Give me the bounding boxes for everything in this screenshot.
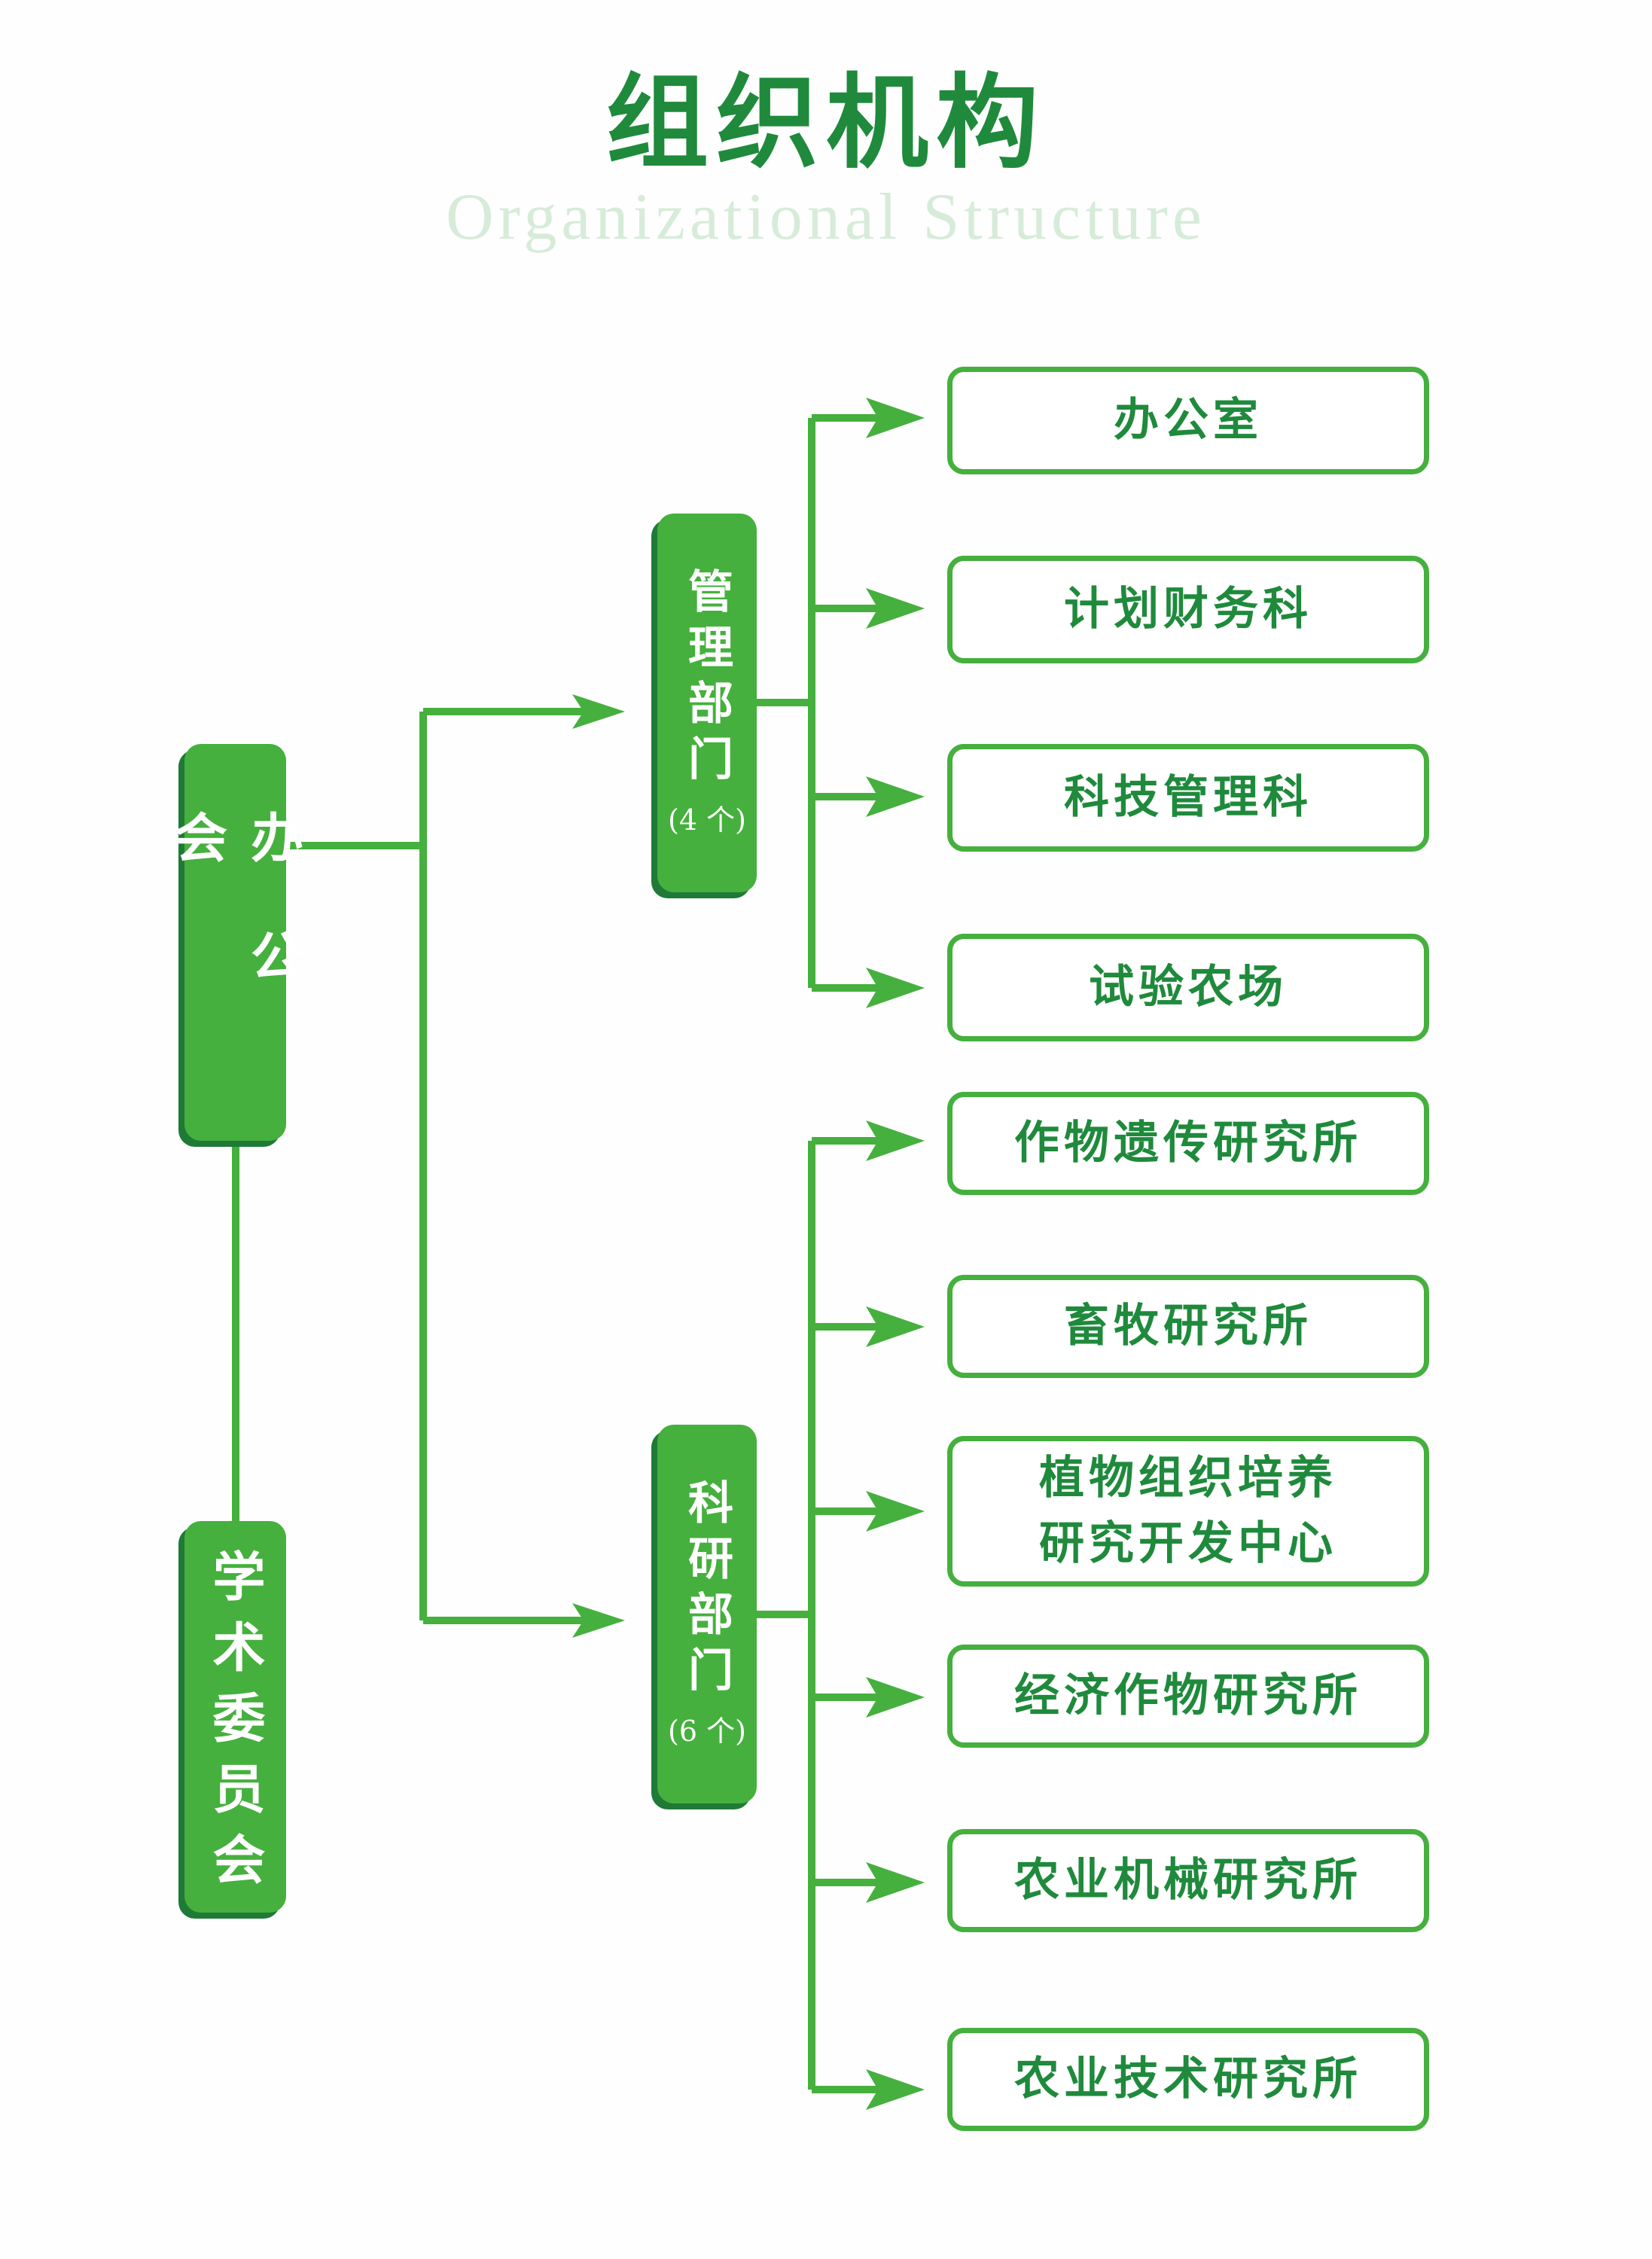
unit-plant-tissue-culture: 植物组织培养 研究开发中心 [947, 1436, 1429, 1587]
arrow-to-management [572, 694, 625, 729]
unit-label: 计划财务科 [1064, 583, 1312, 636]
unit-label-line-1: 植物组织培养 [1039, 1452, 1337, 1504]
arrow-mgmt-1 [866, 398, 925, 438]
node-academic-committee: 学术委员会 [178, 1521, 286, 1919]
node-face: 学术委员会 [184, 1521, 286, 1913]
unit-planning-finance: 计划财务科 [947, 556, 1429, 663]
unit-office: 办公室 [947, 367, 1429, 474]
arrow-mgmt-2 [866, 588, 925, 629]
unit-label: 农业技术研究所 [1014, 2053, 1362, 2105]
academic-committee-label: 学术委员会 [204, 1549, 267, 1903]
unit-agricultural-machinery: 农业机械研究所 [947, 1829, 1429, 1932]
unit-sci-tech-management: 科技管理科 [947, 744, 1429, 852]
arrow-res-4 [866, 1677, 925, 1718]
unit-label: 办公室 [1114, 394, 1263, 447]
unit-crop-genetics: 作物遗传研究所 [947, 1092, 1429, 1195]
node-research-dept: 科研部门 (6 个) [651, 1425, 757, 1809]
node-face: 管理部门 (4 个) [657, 514, 757, 892]
unit-agricultural-technology: 农业技术研究所 [947, 2028, 1429, 2131]
unit-economic-crops: 经济作物研究所 [947, 1645, 1429, 1748]
research-dept-count: (6 个) [668, 1715, 746, 1748]
arrow-mgmt-3 [866, 776, 925, 817]
page-subtitle: Organizational Structure [446, 181, 1206, 254]
node-office-meeting: 办公会 [166, 744, 305, 1147]
unit-label: 科技管理科 [1064, 771, 1312, 824]
management-dept-label: 管理部门 [680, 568, 733, 791]
arrow-res-1 [866, 1120, 925, 1161]
unit-label: 畜牧研究所 [1064, 1300, 1312, 1352]
research-dept-label: 科研部门 [680, 1479, 733, 1702]
management-dept-count: (4 个) [668, 803, 746, 837]
unit-label: 经济作物研究所 [1014, 1669, 1362, 1722]
page-title: 组织机构 [606, 62, 1046, 183]
arrow-res-2 [866, 1306, 925, 1347]
unit-label: 作物遗传研究所 [1014, 1117, 1362, 1169]
unit-experimental-farm: 试验农场 [947, 934, 1429, 1041]
arrow-res-3 [866, 1491, 925, 1532]
unit-label-line-2: 研究开发中心 [1039, 1517, 1337, 1570]
office-meeting-label: 办公会 [166, 810, 305, 1048]
node-management-dept: 管理部门 (4 个) [651, 514, 757, 898]
arrow-to-research [572, 1603, 625, 1638]
unit-label: 农业机械研究所 [1014, 1854, 1362, 1907]
arrow-mgmt-4 [866, 968, 925, 1008]
arrow-res-5 [866, 1862, 925, 1903]
unit-label: 试验农场 [1089, 961, 1288, 1014]
arrow-res-6 [866, 2069, 925, 2110]
node-face: 科研部门 (6 个) [657, 1425, 757, 1803]
unit-animal-husbandry: 畜牧研究所 [947, 1275, 1429, 1378]
node-face: 办公会 [166, 744, 305, 1141]
